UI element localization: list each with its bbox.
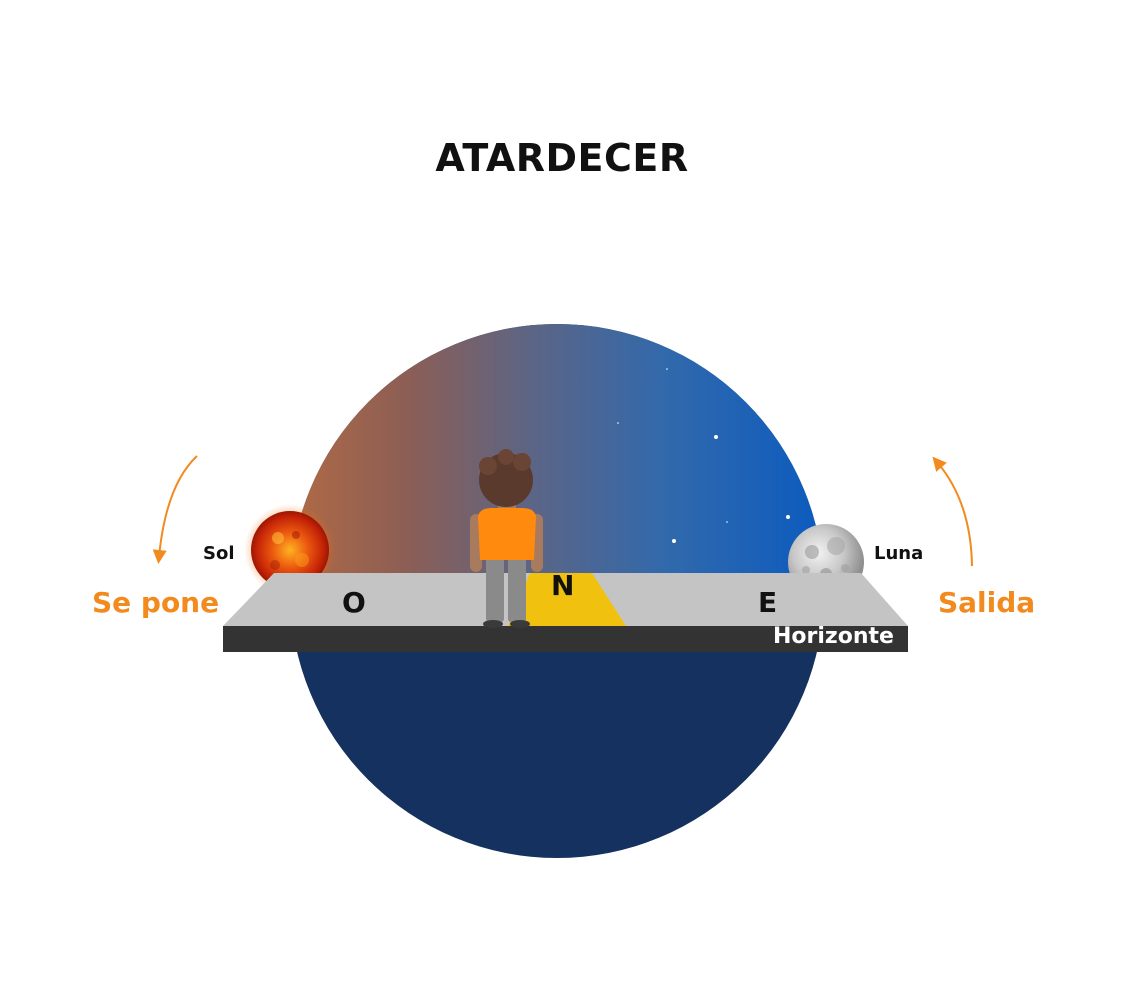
star <box>726 521 728 523</box>
north-marker <box>508 573 626 626</box>
star <box>786 515 790 519</box>
sky-sphere-above-horizon <box>290 324 824 600</box>
rises-label: Salida <box>938 586 1036 619</box>
horizon-edge <box>223 626 908 652</box>
observer-shoe-left <box>483 620 503 628</box>
star <box>672 539 676 543</box>
horizon-label: Horizonte <box>773 624 894 649</box>
star <box>666 368 668 370</box>
sets-arrow <box>152 455 198 564</box>
north-direction-label: N <box>551 569 575 602</box>
page-title: ATARDECER <box>435 136 689 180</box>
star <box>617 422 619 424</box>
moon-label: Luna <box>874 543 924 564</box>
sets-label: Se pone <box>92 586 220 619</box>
sun-label: Sol <box>203 543 235 564</box>
east-direction-label: E <box>758 586 778 619</box>
observer-figure <box>470 449 543 628</box>
west-direction-label: O <box>342 586 366 619</box>
stars <box>617 368 790 543</box>
observer-shirt <box>478 508 536 560</box>
star <box>714 435 718 439</box>
rises-arrow <box>932 456 973 567</box>
observer-leg-left <box>486 556 504 622</box>
observer-leg-right <box>508 556 526 622</box>
observer-shoe-right <box>510 620 530 628</box>
